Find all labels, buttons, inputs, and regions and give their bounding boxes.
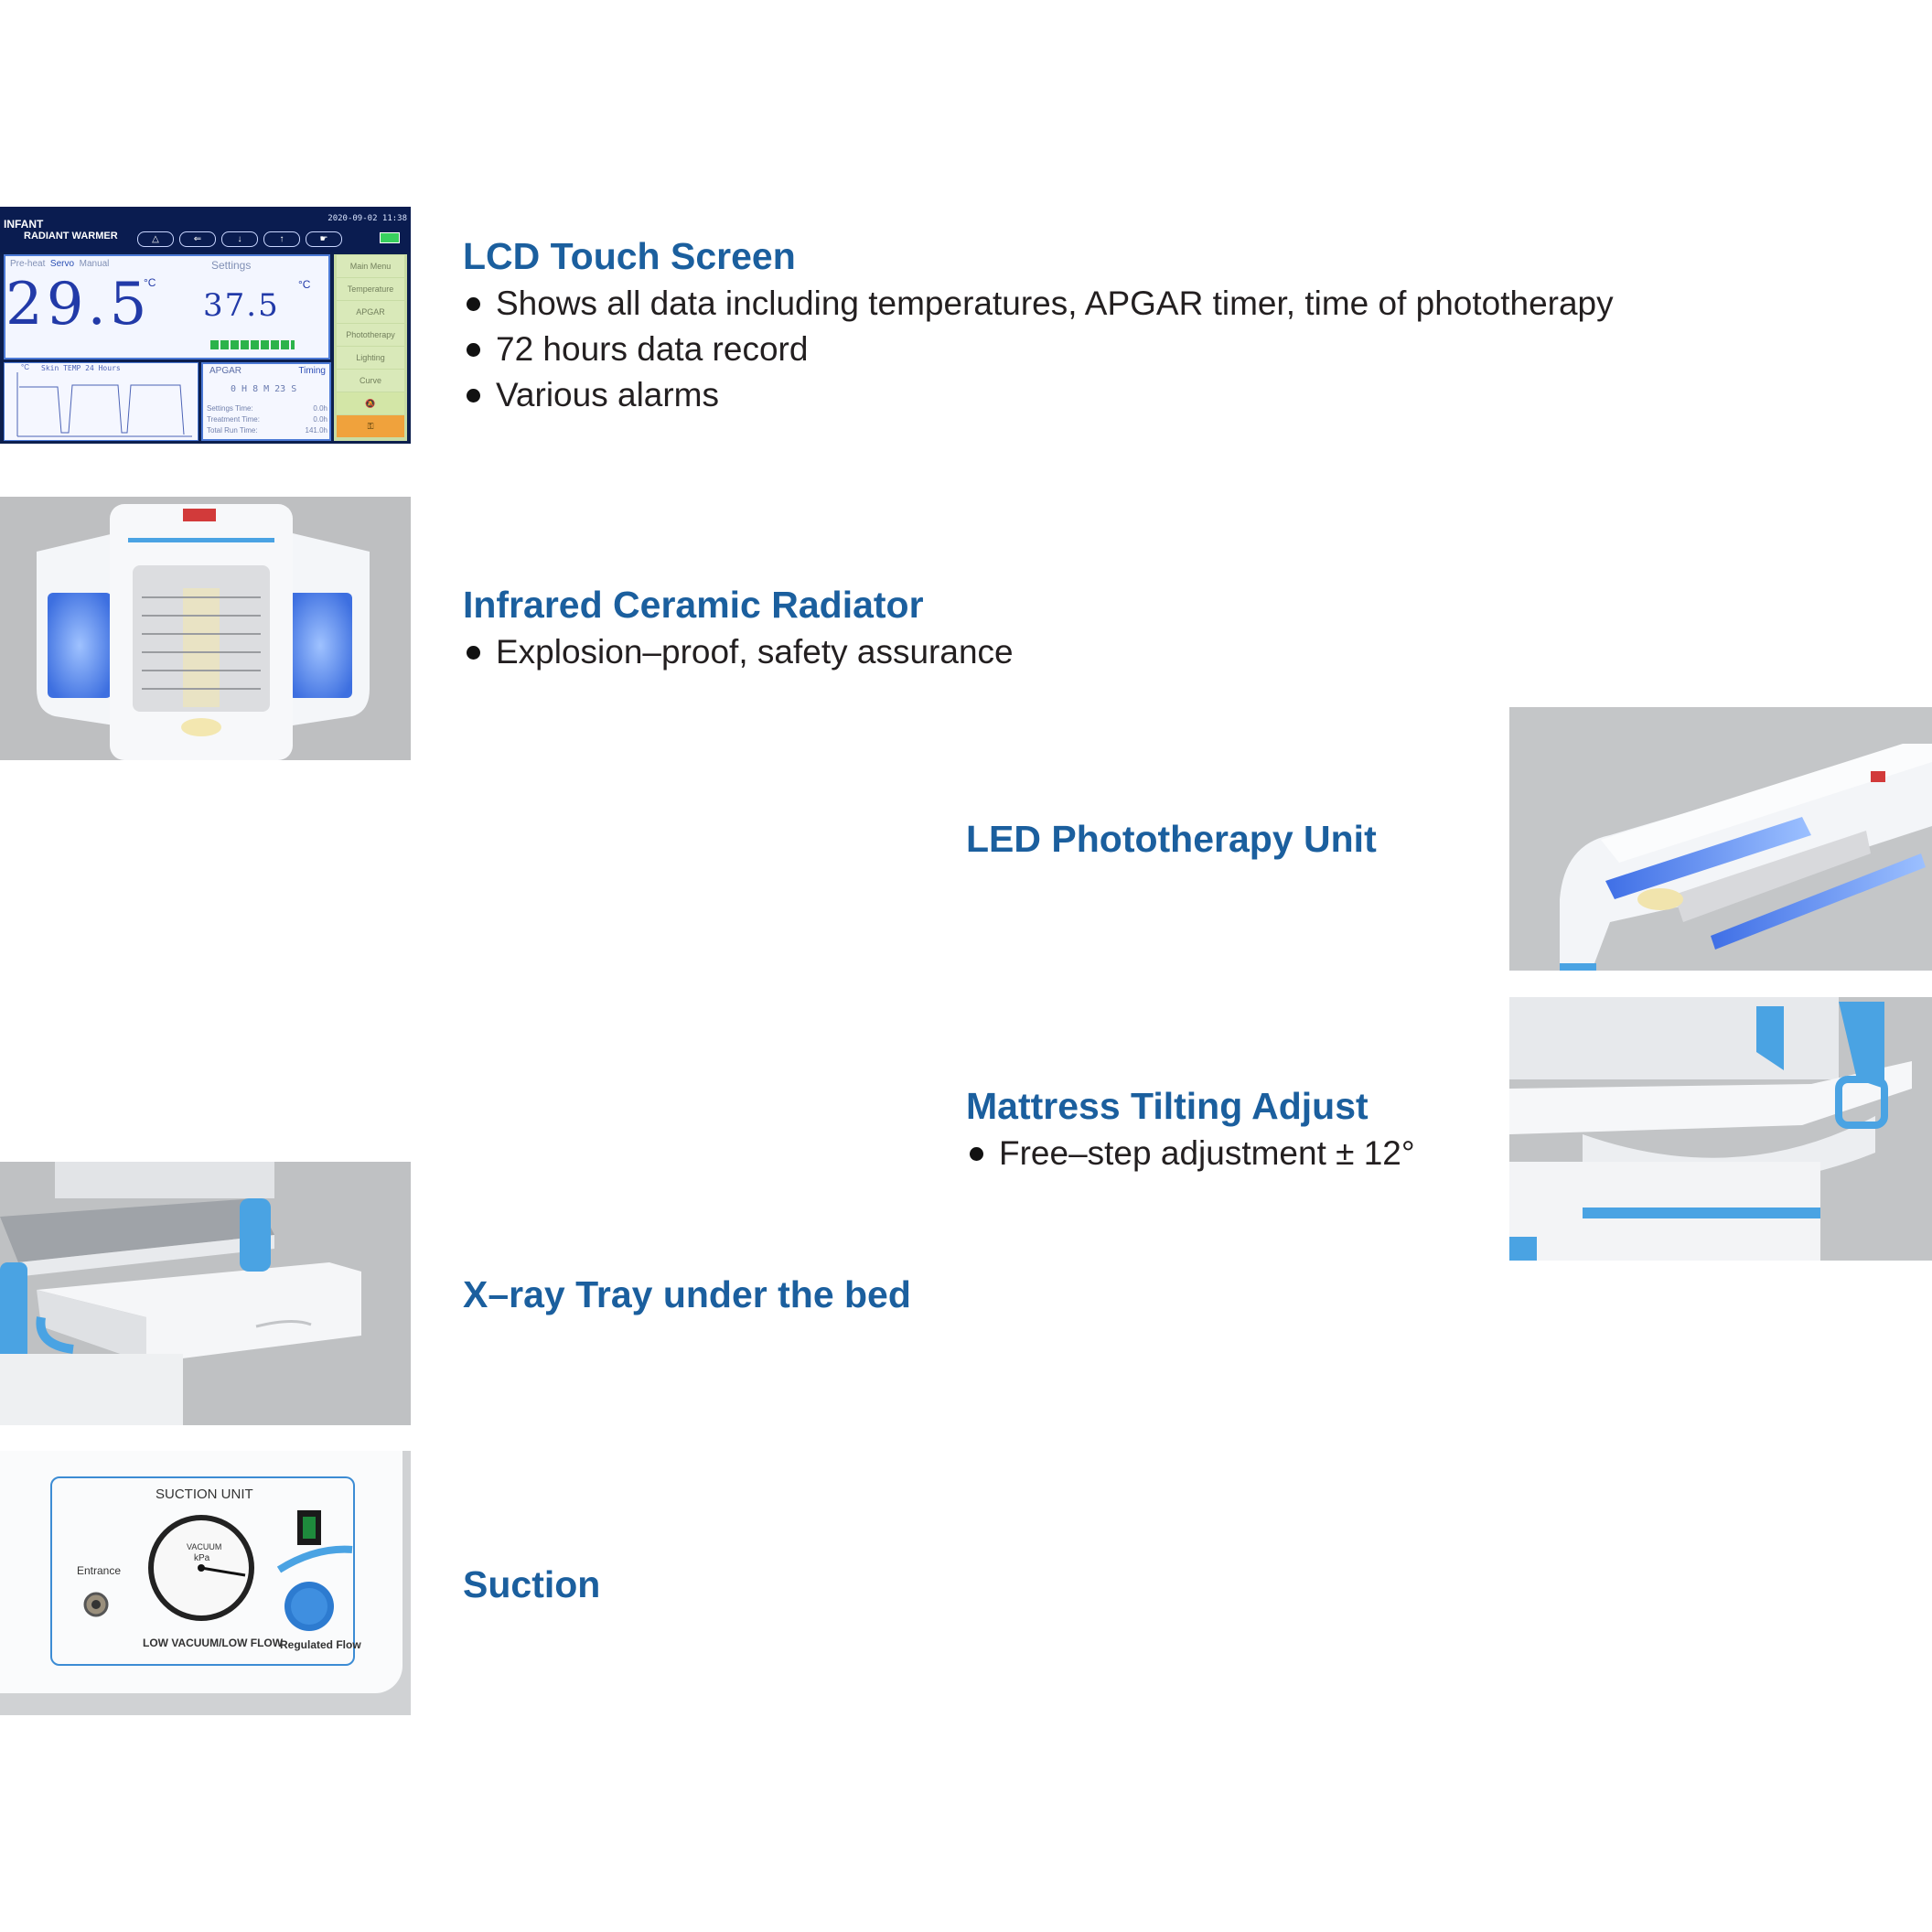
- menu-curve: Curve: [337, 370, 404, 392]
- total-run-time-value: 141.0h: [305, 426, 327, 435]
- total-run-time-row: Total Run Time: 141.0h: [207, 426, 327, 435]
- graph-curve: [16, 372, 192, 437]
- suction-frame: [50, 1476, 355, 1666]
- apgar-label: APGAR: [209, 366, 242, 376]
- led-illustration: [1560, 744, 1932, 971]
- entrance-label: Entrance: [77, 1564, 122, 1577]
- gauge-vacuum-label: VACUUM: [187, 1542, 222, 1551]
- settings-time-row: Settings Time: 0.0h: [207, 404, 327, 413]
- radiator-bullet-1: Explosion–proof, safety assurance: [465, 629, 1014, 675]
- set-temp-unit: °C: [298, 278, 311, 291]
- radiator-bullets: Explosion–proof, safety assurance: [465, 629, 1014, 675]
- lcd-brand-line1: INFANT: [4, 218, 44, 231]
- mode-manual: Manual: [79, 259, 110, 269]
- apgar-panel: APGAR Timing 0 H 8 M 23 S Settings Time:…: [201, 362, 331, 441]
- regulated-flow-label: Regulated Flow: [280, 1638, 361, 1651]
- lcd-temperature-panel: Pre-heat Servo Manual Settings 29.5 °C 3…: [4, 254, 330, 360]
- treatment-time-value: 0.0h: [313, 415, 327, 424]
- mattress-illustration: [1509, 997, 1932, 1261]
- current-temperature: 29.5: [5, 271, 151, 338]
- lcd-title: LCD Touch Screen: [463, 235, 796, 277]
- temp-down-icon: ↓: [221, 231, 258, 247]
- radiator-photo: [0, 497, 411, 760]
- battery-icon: [380, 232, 400, 243]
- lcd-bullet-2: 72 hours data record: [465, 327, 1614, 372]
- arrow-icon: ⇐: [179, 231, 216, 247]
- treatment-time-row: Treatment Time: 0.0h: [207, 415, 327, 424]
- suction-unit-photo: SUCTION UNIT Entrance LOW VACUUM/LOW FLO…: [0, 1451, 411, 1715]
- settings-label: Settings: [211, 259, 252, 272]
- mattress-title: Mattress Tilting Adjust: [966, 1085, 1368, 1127]
- gauge-unit-label: kPa: [194, 1553, 210, 1563]
- total-run-time-label: Total Run Time:: [207, 426, 258, 435]
- radiator-illustration: [37, 504, 370, 760]
- mode-servo: Servo: [49, 259, 75, 269]
- skin-temp-graph: °C Skin TEMP 24 Hours: [4, 362, 199, 441]
- graph-label: Skin TEMP 24 Hours: [41, 364, 121, 372]
- xray-tray-photo: [0, 1162, 411, 1425]
- suction-title: Suction: [463, 1563, 601, 1605]
- low-vacuum-label: LOW VACUUM/LOW FLOW: [143, 1637, 284, 1649]
- alarm-icon: △: [137, 231, 174, 247]
- apgar-clock: 0 H 8 M 23 S: [231, 384, 297, 394]
- set-temperature: 37.5: [203, 287, 280, 324]
- mattress-tilting-photo: [1509, 997, 1932, 1261]
- lcd-brand-line2: RADIANT WARMER: [24, 231, 118, 242]
- timing-label: Timing: [298, 366, 326, 376]
- suction-controls: [83, 1510, 353, 1631]
- suction-panel: SUCTION UNIT Entrance LOW VACUUM/LOW FLO…: [0, 1451, 402, 1693]
- current-temp-unit: °C: [144, 276, 156, 289]
- settings-time-value: 0.0h: [313, 404, 327, 413]
- lcd-datetime: 2020-09-02 11:38: [327, 214, 407, 223]
- menu-phototherapy: Phototherapy: [337, 324, 404, 346]
- led-title: LED Phototherapy Unit: [966, 818, 1377, 860]
- settings-time-label: Settings Time:: [207, 404, 253, 413]
- power-bar-indicator: [210, 340, 295, 349]
- treatment-time-label: Treatment Time:: [207, 415, 260, 424]
- lcd-menu: Main Menu Temperature APGAR Phototherapy…: [334, 254, 407, 441]
- lcd-header: INFANT RADIANT WARMER 2020-09-02 11:38 △…: [0, 207, 411, 252]
- menu-lighting: Lighting: [337, 347, 404, 369]
- lcd-bullet-1: Shows all data including temperatures, A…: [465, 281, 1614, 327]
- xray-title: X–ray Tray under the bed: [463, 1273, 911, 1315]
- suction-unit-label: SUCTION UNIT: [156, 1487, 253, 1502]
- graph-unit: °C: [21, 363, 29, 371]
- mattress-bullet-1: Free–step adjustment ± 12°: [968, 1131, 1415, 1176]
- mode-preheat: Pre-heat: [10, 259, 46, 269]
- radiator-title: Infrared Ceramic Radiator: [463, 584, 924, 626]
- lcd-bullet-3: Various alarms: [465, 372, 1614, 418]
- xray-illustration: [0, 1162, 411, 1425]
- mattress-bullets: Free–step adjustment ± 12°: [968, 1131, 1415, 1176]
- hand-icon: ☛: [306, 231, 342, 247]
- menu-temperature: Temperature: [337, 278, 404, 300]
- lcd-bullets: Shows all data including temperatures, A…: [465, 281, 1614, 418]
- led-phototherapy-photo: [1509, 707, 1932, 971]
- lcd-modes: Pre-heat Servo Manual: [10, 259, 109, 269]
- key-icon: ⚿: [337, 415, 404, 437]
- temp-up-icon: ↑: [263, 231, 300, 247]
- lcd-screen-photo: INFANT RADIANT WARMER 2020-09-02 11:38 △…: [0, 207, 411, 444]
- menu-apgar: APGAR: [337, 301, 404, 323]
- menu-main: Main Menu: [337, 255, 404, 277]
- bell-mute-icon: 🔕: [337, 392, 404, 414]
